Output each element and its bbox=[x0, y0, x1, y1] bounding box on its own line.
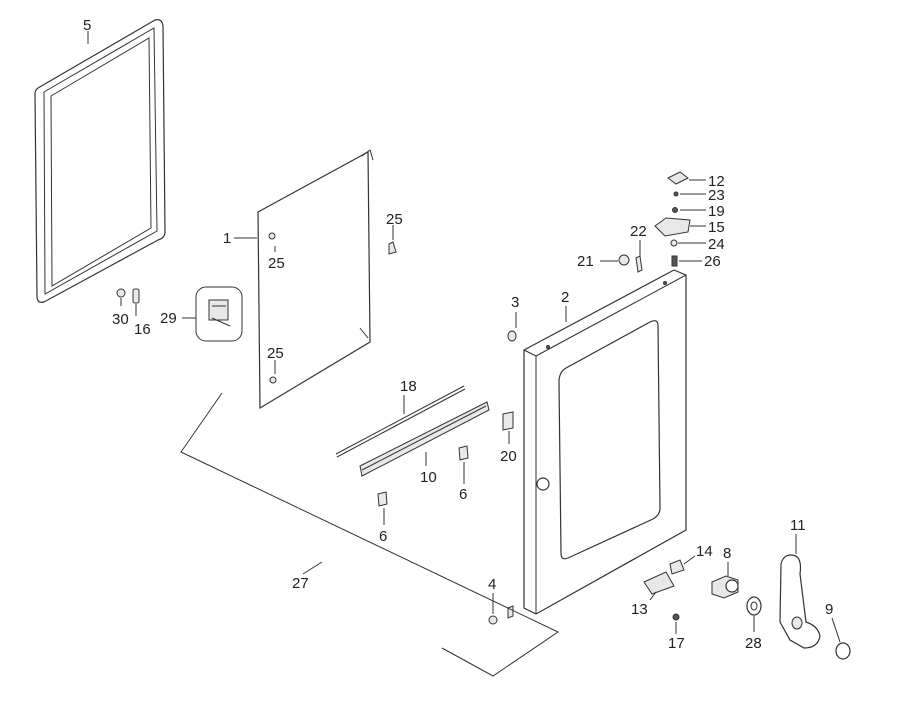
outer-door bbox=[523, 269, 687, 615]
washer-28 bbox=[746, 596, 762, 616]
label-part-21: 21 bbox=[577, 253, 594, 270]
rod-18 bbox=[335, 385, 466, 458]
label-part-2: 2 bbox=[561, 289, 569, 306]
clip-25 bbox=[388, 241, 397, 255]
label-part-30: 30 bbox=[112, 311, 129, 328]
label-part-1: 1 bbox=[223, 230, 231, 247]
label-part-19: 19 bbox=[708, 203, 725, 220]
handle-11 bbox=[779, 554, 821, 649]
label-part-14: 14 bbox=[696, 543, 713, 560]
label-part-22: 22 bbox=[630, 223, 647, 240]
label-part-13: 13 bbox=[631, 601, 648, 618]
clip-6 bbox=[377, 445, 469, 507]
label-part-3: 3 bbox=[511, 294, 519, 311]
label-part-29: 29 bbox=[160, 310, 177, 327]
label-part-20: 20 bbox=[500, 448, 517, 465]
part-number-labels: 5 1 25 25 25 30 16 29 18 10 6 6 20 3 2 4… bbox=[83, 17, 833, 652]
label-part-10: 10 bbox=[420, 469, 437, 486]
label-part-15: 15 bbox=[708, 219, 725, 236]
label-part-12: 12 bbox=[708, 173, 725, 190]
hinge-assembly bbox=[618, 171, 691, 273]
part-3 bbox=[507, 330, 517, 342]
cap-9 bbox=[835, 642, 851, 660]
label-part-27: 27 bbox=[292, 575, 309, 592]
label-part-24: 24 bbox=[708, 236, 725, 253]
part-20 bbox=[502, 411, 514, 431]
label-part-16: 16 bbox=[134, 321, 151, 338]
label-part-5: 5 bbox=[83, 17, 91, 34]
rail-10 bbox=[359, 401, 490, 477]
label-part-17: 17 bbox=[668, 635, 685, 652]
label-part-23: 23 bbox=[708, 187, 725, 204]
door-gasket-frame bbox=[34, 19, 166, 303]
leader-lines bbox=[87, 31, 841, 643]
label-part-6: 6 bbox=[379, 528, 387, 545]
label-part-26: 26 bbox=[704, 253, 721, 270]
bracket-29 bbox=[195, 286, 243, 342]
assembly-27-outline bbox=[180, 392, 560, 677]
label-part-25: 25 bbox=[268, 255, 285, 272]
label-part-9: 9 bbox=[825, 601, 833, 618]
label-part-25: 25 bbox=[386, 211, 403, 228]
bottom-hinge bbox=[643, 559, 685, 621]
glass-pane bbox=[257, 149, 374, 410]
label-part-11: 11 bbox=[790, 517, 806, 534]
lock-barrel-8 bbox=[711, 575, 739, 599]
label-part-28: 28 bbox=[745, 635, 762, 652]
label-part-6: 6 bbox=[459, 486, 467, 503]
fasteners-30-16 bbox=[116, 288, 140, 304]
label-part-8: 8 bbox=[723, 545, 731, 562]
label-part-25: 25 bbox=[267, 345, 284, 362]
label-part-18: 18 bbox=[400, 378, 417, 395]
label-part-4: 4 bbox=[488, 576, 496, 593]
